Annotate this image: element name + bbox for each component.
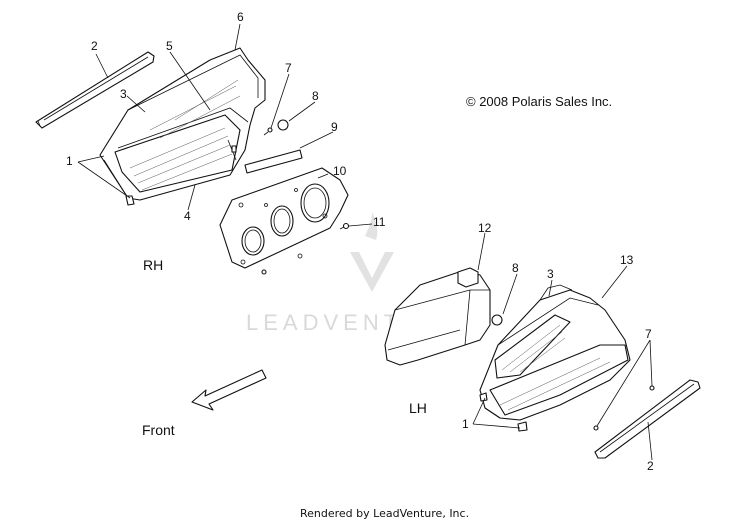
callout-13: 13 [620,253,634,267]
callout-1-lh: 1 [462,417,469,431]
callout-10: 10 [333,164,347,178]
copyright-text: © 2008 Polaris Sales Inc. [466,94,612,109]
callout-3-rh: 3 [120,87,127,101]
rh-trim-strip [35,51,155,129]
callout-1-rh: 1 [66,154,73,168]
callout-2-lh: 2 [647,459,654,473]
lh-trim-strip [593,379,701,459]
lh-label: LH [409,400,427,416]
front-label: Front [142,422,175,438]
lh-small-parts [491,314,503,326]
leader-lines [77,23,653,461]
callout-11: 11 [373,215,386,229]
lh-foam-block [384,267,491,366]
callout-8-lh: 8 [512,261,519,275]
rh-small-parts [244,119,303,174]
callout-8-rh: 8 [312,89,319,103]
front-arrow [191,369,267,411]
callout-7-rh: 7 [285,61,292,75]
callout-labels: 2 3 1 4 5 6 7 8 9 10 11 12 8 3 13 7 1 2 [66,10,654,473]
callout-5: 5 [166,39,173,53]
callout-9: 9 [331,120,338,134]
callout-7-lh: 7 [645,327,652,341]
callout-12: 12 [478,221,492,235]
callout-3-lh: 3 [547,267,554,281]
callout-4: 4 [184,209,191,223]
callout-2-rh: 2 [91,39,98,53]
callout-6: 6 [237,10,244,24]
lh-housing [479,284,631,432]
rh-gauge-bezel [219,167,350,275]
footer-credit: Rendered by LeadVenture, Inc. [300,507,469,520]
rh-housing [99,47,266,206]
rh-label: RH [143,257,163,273]
